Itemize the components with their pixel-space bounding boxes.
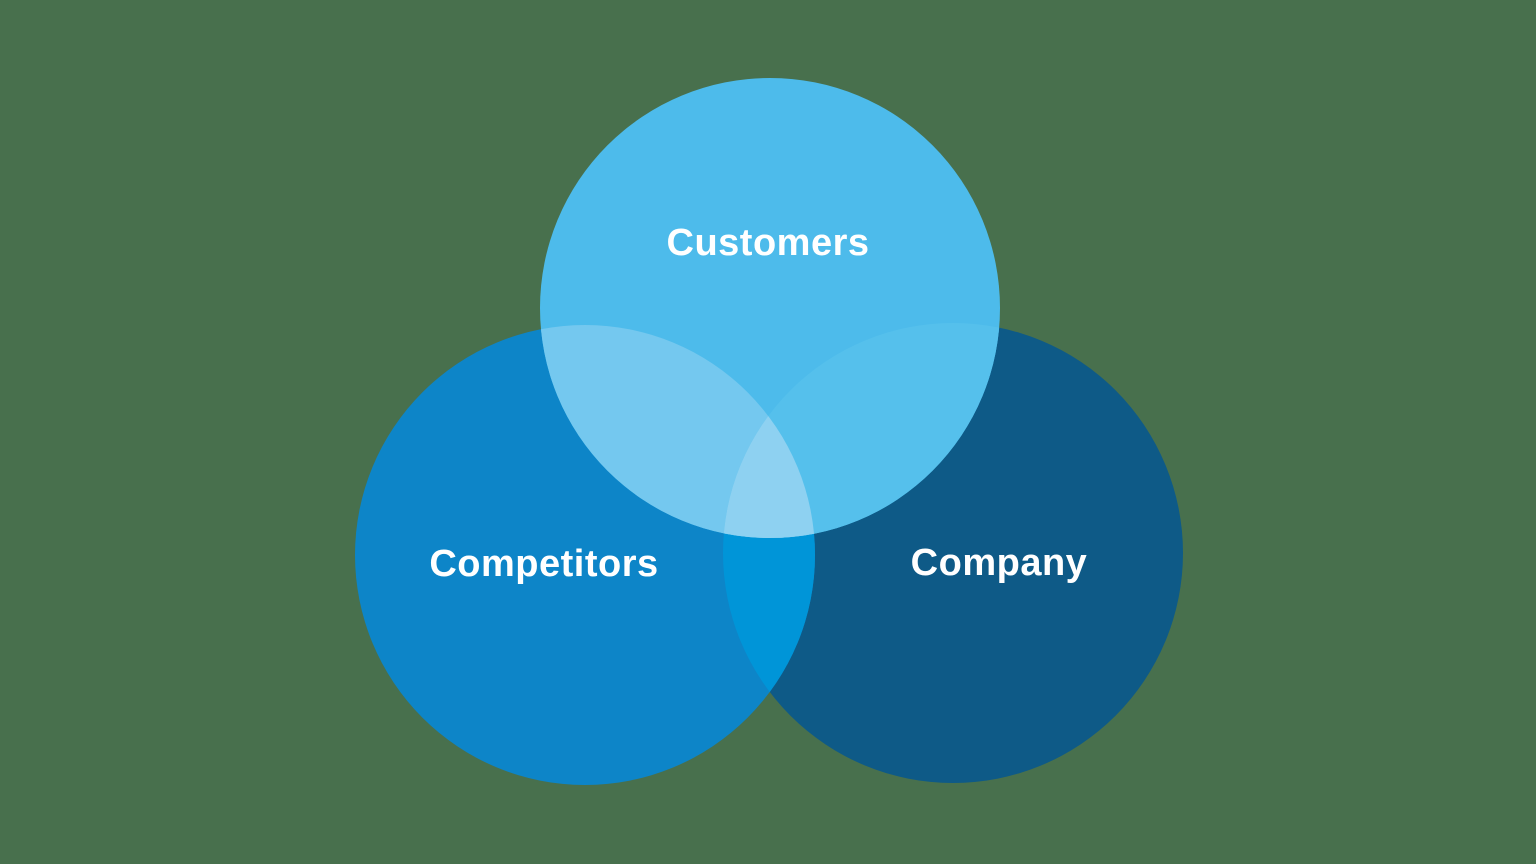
customers-company-overlap	[723, 323, 1000, 538]
company-label: Company	[911, 542, 1088, 584]
customers-label: Customers	[667, 222, 870, 264]
customers-competitors-overlap	[540, 325, 815, 538]
competitors-label: Competitors	[429, 543, 658, 585]
